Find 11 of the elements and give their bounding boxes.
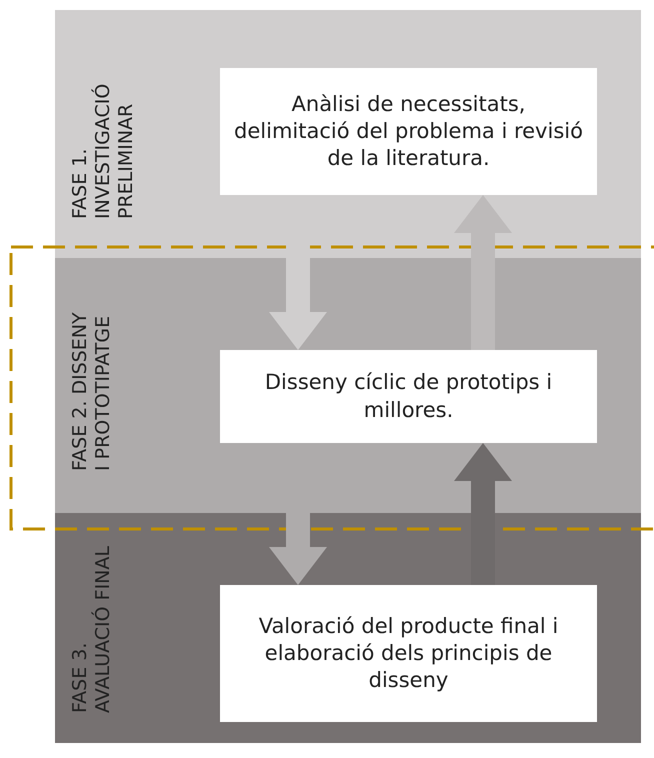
process-box: Valoració del producte final i elaboració dels principis de disseny — [220, 585, 597, 722]
phase-label: FASE 2. DISSENY I PROTOTIPATGE — [69, 310, 115, 470]
process-box: Disseny cíclic de prototips i millores. — [220, 350, 597, 443]
phase-band — [55, 258, 641, 513]
phase-band — [55, 513, 641, 743]
block-arrow — [454, 443, 512, 585]
phase-label: FASE 3. AVALUACIÓ FINAL — [69, 545, 115, 713]
process-box: Anàlisi de necessitats, delimitació del problema i revisió de la literatura. — [220, 68, 597, 195]
phase-band — [55, 10, 641, 258]
phase-label: FASE 1. INVESTIGACIÓ PRELIMINAR — [69, 82, 138, 219]
block-arrow — [454, 195, 512, 350]
